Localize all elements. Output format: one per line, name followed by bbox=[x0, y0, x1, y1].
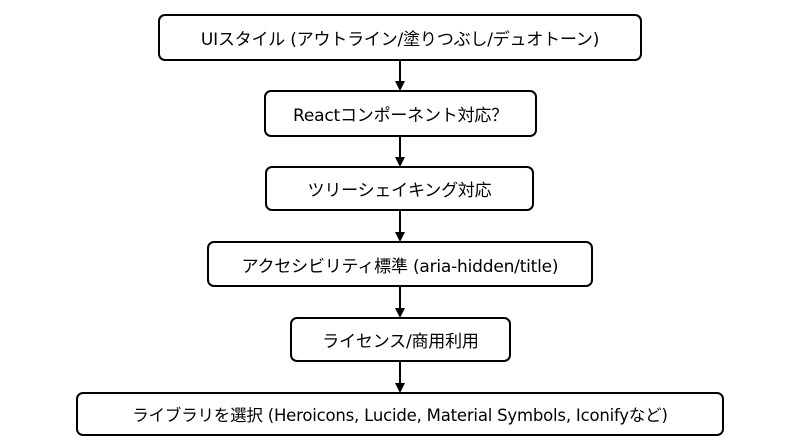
node-ui-style: UIスタイル (アウトライン/塗りつぶし/デュオトーン) bbox=[158, 14, 642, 61]
node-tree-shaking-label: ツリーシェイキング対応 bbox=[307, 181, 492, 201]
node-react-support: Reactコンポーネント対応？ bbox=[264, 90, 537, 137]
node-react-support-label: Reactコンポーネント対応？ bbox=[293, 106, 508, 126]
node-select-library-label: ライブラリを選択 (Heroicons, Lucide, Material Sy… bbox=[132, 406, 668, 425]
node-ui-style-label: UIスタイル (アウトライン/塗りつぶし/デュオトーン) bbox=[200, 30, 600, 50]
node-tree-shaking: ツリーシェイキング対応 bbox=[265, 166, 534, 211]
node-accessibility: アクセシビリティ標準 (aria-hidden/title) bbox=[207, 241, 593, 287]
node-license: ライセンス/商用利用 bbox=[290, 317, 511, 362]
node-license-label: ライセンス/商用利用 bbox=[322, 332, 479, 352]
node-accessibility-label: アクセシビリティ標準 (aria-hidden/title) bbox=[241, 256, 559, 277]
node-select-library: ライブラリを選択 (Heroicons, Lucide, Material Sy… bbox=[76, 392, 724, 436]
